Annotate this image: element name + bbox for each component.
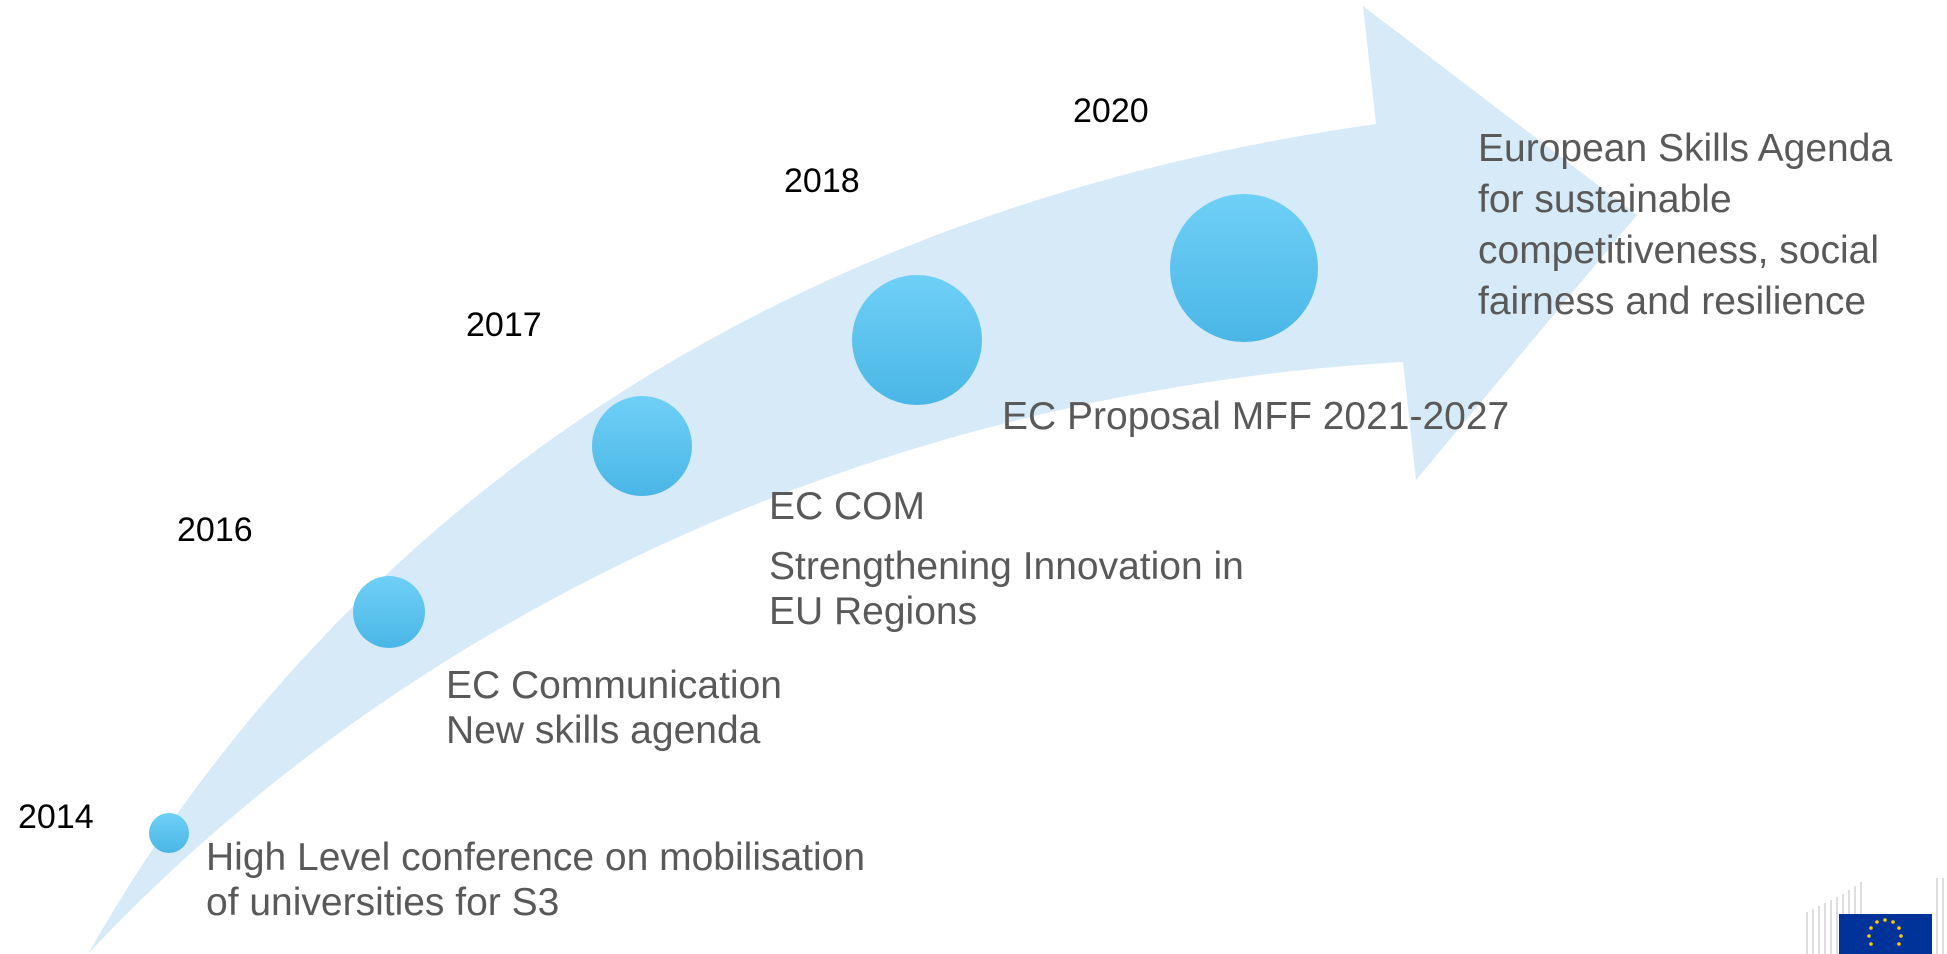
curved-timeline-arrow [88, 6, 1637, 954]
milestone-circle-2014 [149, 813, 189, 853]
milestone-circle-2018 [852, 275, 982, 405]
milestone-label-line: European Skills Agenda [1478, 127, 1893, 170]
milestone-circle-2020 [1170, 194, 1318, 342]
milestone-circle-2016 [353, 576, 425, 648]
milestone-label-2020: European Skills Agenda for sustainable c… [1478, 123, 1892, 327]
milestone-label-2017: EC COM [769, 484, 925, 529]
milestone-label-line: for sustainable [1478, 178, 1732, 221]
year-2018: 2018 [784, 162, 860, 200]
milestone-label-2016: EC Communication New skills agenda [446, 663, 782, 753]
milestone-label-line: competitiveness, social [1478, 229, 1880, 272]
milestone-sublabel-2017: Strengthening Innovation in EU Regions [769, 544, 1244, 634]
milestone-label-line: EU Regions [769, 590, 978, 633]
milestone-label-2014: High Level conference on mobilisation of… [206, 835, 865, 925]
milestone-label-line: EC Proposal MFF 2021-2027 [1002, 395, 1510, 438]
year-2017: 2017 [466, 306, 542, 344]
milestone-label-line: fairness and resilience [1478, 280, 1867, 323]
milestone-label-line: High Level conference on mobilisation [206, 836, 866, 879]
milestone-label-line: EC Communication [446, 664, 782, 707]
year-2014: 2014 [18, 798, 94, 836]
year-2020: 2020 [1073, 92, 1149, 130]
milestone-label-line: EC COM [769, 485, 925, 528]
milestone-label-line: New skills agenda [446, 709, 761, 752]
milestone-label-line: of universities for S3 [206, 881, 560, 924]
year-2016: 2016 [177, 511, 253, 549]
milestone-label-2018: EC Proposal MFF 2021-2027 [1002, 394, 1509, 439]
milestone-circle-2017 [592, 396, 692, 496]
milestone-label-line: Strengthening Innovation in [769, 545, 1244, 588]
european-commission-logo [1806, 878, 1944, 954]
